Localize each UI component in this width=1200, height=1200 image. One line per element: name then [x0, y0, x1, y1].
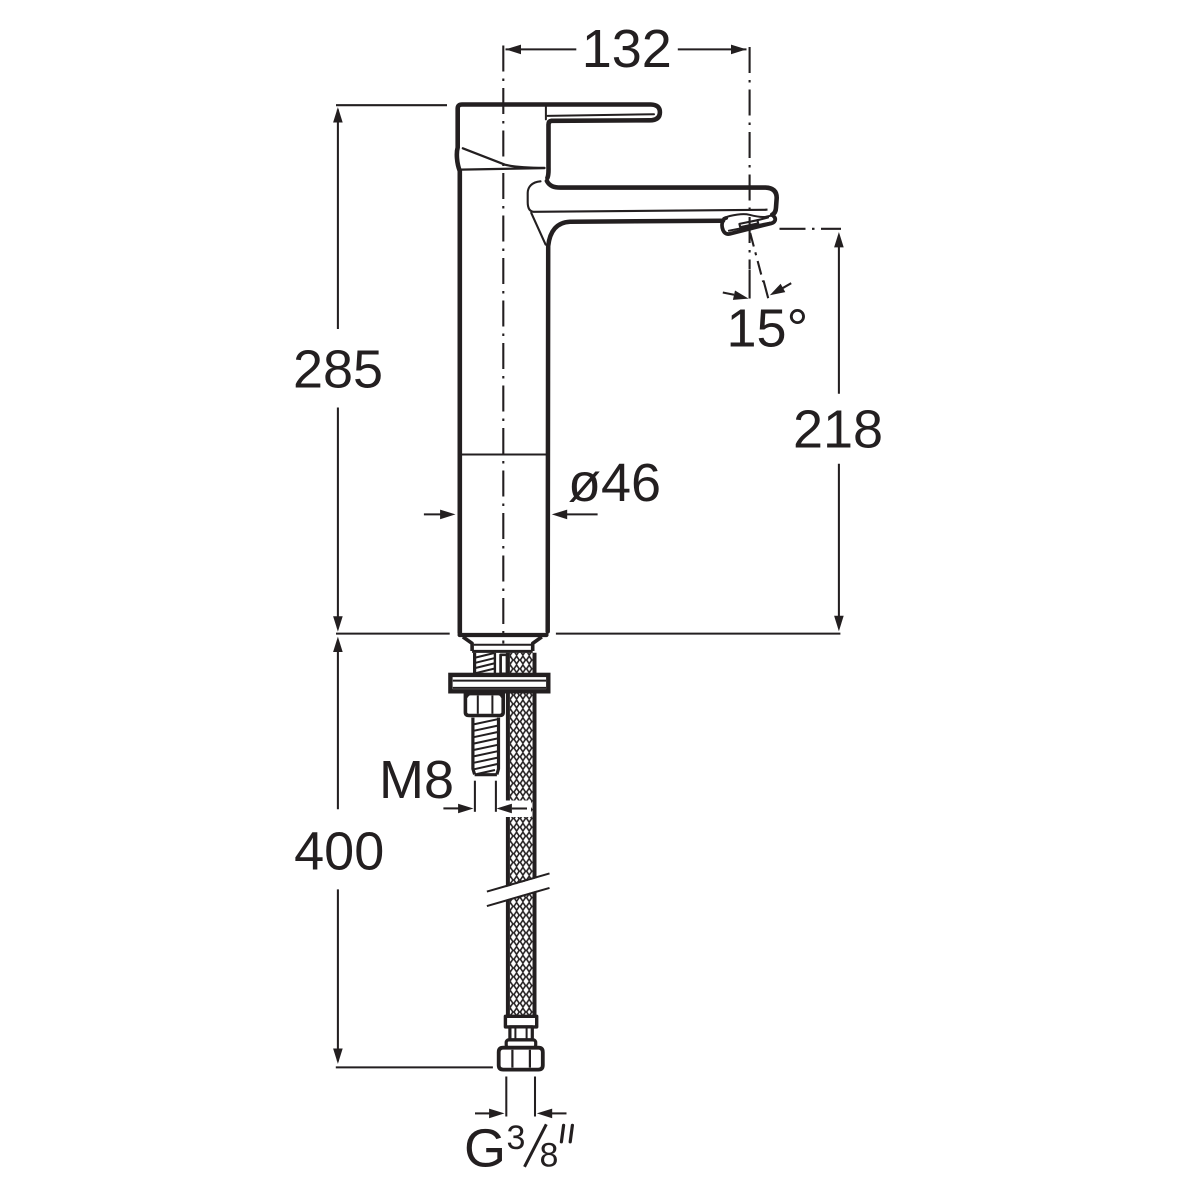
svg-text:ø46: ø46: [568, 453, 661, 513]
svg-text:132: 132: [582, 19, 672, 79]
svg-text:285: 285: [293, 340, 383, 400]
svg-text:400: 400: [294, 822, 384, 882]
svg-text:218: 218: [793, 399, 883, 459]
svg-text:3: 3: [507, 1119, 526, 1157]
svg-text:G: G: [464, 1119, 506, 1179]
svg-text:15°: 15°: [727, 298, 809, 358]
svg-text:8: 8: [540, 1137, 559, 1175]
svg-text:M8: M8: [379, 750, 454, 810]
